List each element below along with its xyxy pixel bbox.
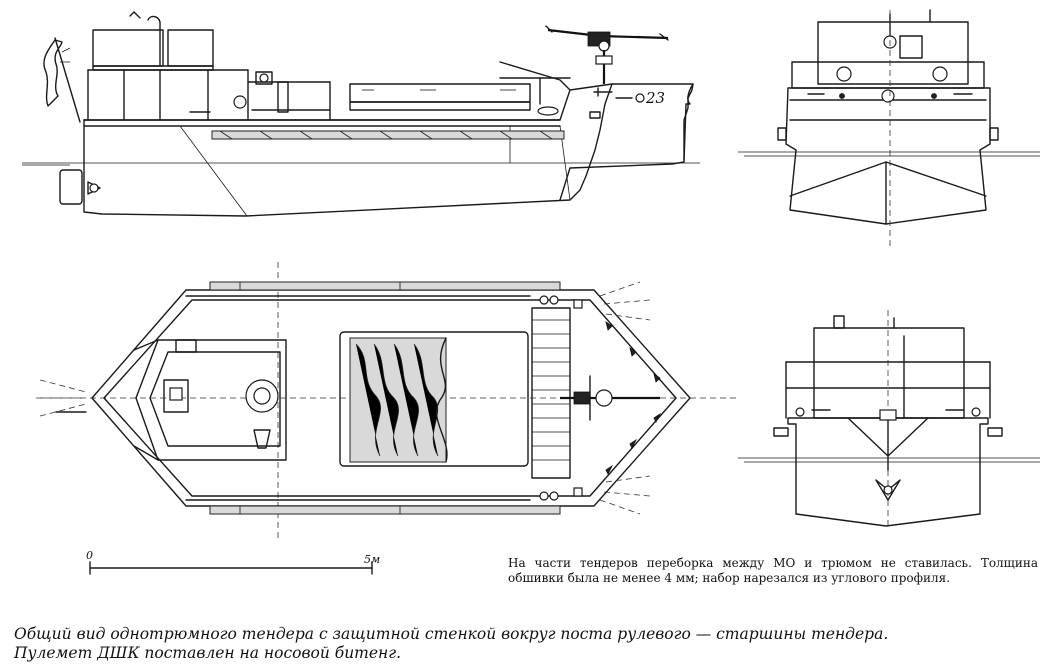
hull-number: 23 bbox=[645, 89, 665, 107]
scale-five-meter-label: 5м bbox=[364, 553, 381, 566]
construction-note: На части тендеров переборка между МО и т… bbox=[508, 556, 1038, 585]
scale-bar bbox=[89, 561, 373, 575]
scale-zero-label: 0 bbox=[86, 549, 93, 562]
bow-view bbox=[738, 9, 1040, 250]
side-view: 23 bbox=[22, 11, 700, 217]
figure-caption: Общий вид однотрюмного тендера с защитно… bbox=[14, 625, 1039, 663]
caption-line-2: Пулемет ДШК поставлен на носовой битенг. bbox=[14, 644, 402, 662]
stern-view bbox=[738, 310, 1040, 530]
caption-line-1: Общий вид однотрюмного тендера с защитно… bbox=[14, 625, 889, 643]
plan-view bbox=[36, 262, 740, 540]
